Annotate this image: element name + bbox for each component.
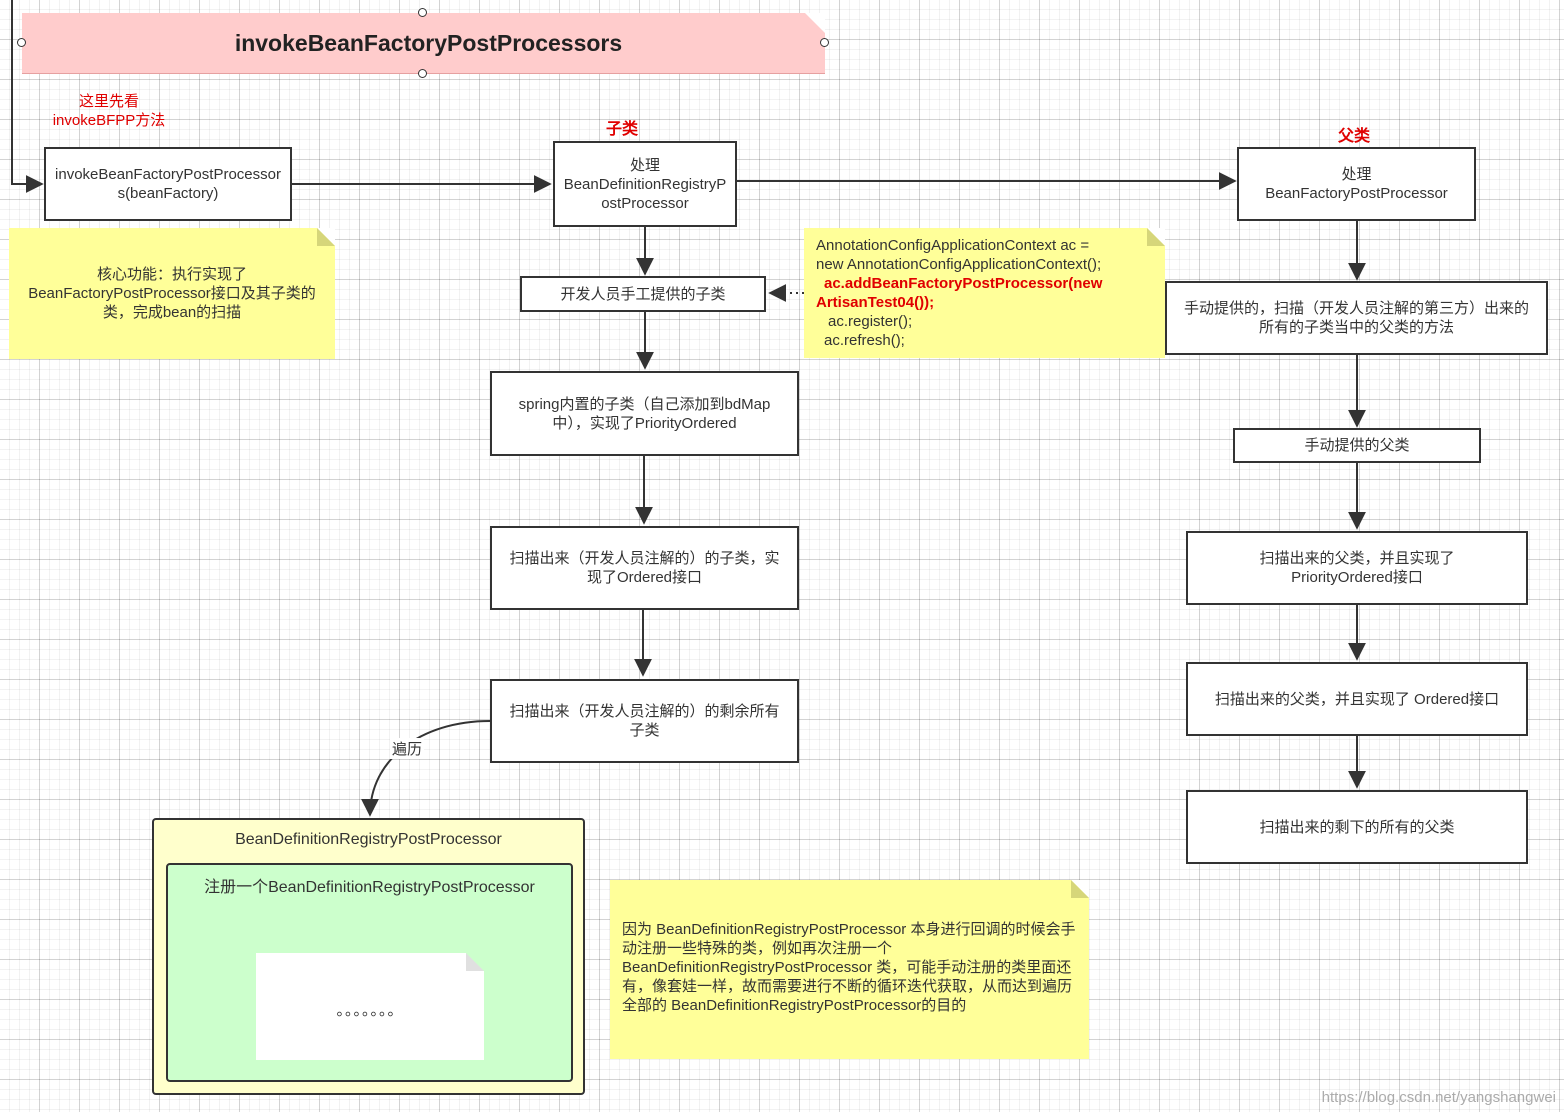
manual-parent-label: 手动提供的父类	[1304, 437, 1410, 454]
scanned-subclass-rest-label: 扫描出来（开发人员注解的）的剩余所有子类	[509, 703, 780, 739]
manual-scan-parent-node[interactable]: 手动提供的，扫描（开发人员注解的第三方）出来的所有的子类当中的父类的方法	[1165, 281, 1548, 355]
spring-builtin-subclass-node[interactable]: spring内置的子类（自己添加到bdMap中），实现了PriorityOrde…	[490, 371, 799, 456]
code-line-1: AnnotationConfigApplicationContext ac =	[816, 237, 1090, 254]
core-function-text: 核心功能：执行实现了BeanFactoryPostProcessor接口及其子类…	[28, 266, 316, 321]
handle-bfpp-node[interactable]: 处理 BeanFactoryPostProcessor	[1237, 147, 1476, 221]
handle-bdrpp-node[interactable]: 处理 BeanDefinitionRegistryPostProcessor	[553, 141, 737, 227]
scanned-subclass-ordered-label: 扫描出来（开发人员注解的）的子类，实现了Ordered接口	[509, 550, 780, 586]
code-line-2: new AnnotationConfigApplicationContext()…	[816, 256, 1102, 273]
scanned-subclass-ordered-node[interactable]: 扫描出来（开发人员注解的）的子类，实现了Ordered接口	[490, 526, 799, 610]
note-fold	[1147, 228, 1165, 246]
subclass-label: 子类	[606, 121, 639, 138]
selection-handle-bottom[interactable]	[418, 69, 427, 78]
bdrpp-container-title: BeanDefinitionRegistryPostProcessor	[235, 831, 502, 848]
core-function-note[interactable]: 核心功能：执行实现了BeanFactoryPostProcessor接口及其子类…	[9, 228, 335, 359]
explanation-note[interactable]: 因为 BeanDefinitionRegistryPostProcessor 本…	[610, 880, 1089, 1059]
selection-handle-left[interactable]	[17, 38, 26, 47]
page-title: invokeBeanFactoryPostProcessors	[234, 29, 623, 56]
entry-node[interactable]: invokeBeanFactoryPostProcessors(beanFact…	[44, 147, 292, 221]
handle-bdrpp-line1: 处理	[629, 156, 660, 174]
code-line-6: ac.refresh();	[824, 332, 905, 349]
dev-manual-subclass-label: 开发人员手工提供的子类	[560, 285, 726, 303]
edge-traverse	[361, 720, 491, 817]
note-fold	[1071, 880, 1089, 898]
code-line-5: ac.register();	[828, 313, 913, 330]
manual-scan-parent-label: 手动提供的，扫描（开发人员注解的第三方）出来的所有的子类当中的父类的方法	[1183, 300, 1529, 336]
ellipsis-text: 。。。。。。。	[336, 1002, 404, 1019]
note-fold	[317, 228, 335, 246]
selection-handle-right[interactable]	[820, 38, 829, 47]
scanned-parent-rest-node[interactable]: 扫描出来的剩下的所有的父类	[1186, 790, 1528, 864]
selection-handle-top[interactable]	[418, 8, 427, 17]
inner-register-container[interactable]: 注册一个BeanDefinitionRegistryPostProcessor …	[166, 863, 573, 1082]
handle-bfpp-line2: BeanFactoryPostProcessor	[1265, 185, 1448, 202]
ellipsis-note[interactable]: 。。。。。。。	[256, 953, 484, 1060]
explanation-text: 因为 BeanDefinitionRegistryPostProcessor 本…	[622, 921, 1076, 1014]
look-first-label: 这里先看 invokeBFPP方法	[44, 92, 174, 130]
handle-bdrpp-line2: BeanDefinitionRegistryPostProcessor	[563, 175, 727, 212]
look-first-line2: invokeBFPP方法	[52, 112, 166, 129]
code-note[interactable]: AnnotationConfigApplicationContext ac = …	[804, 228, 1165, 358]
code-line-4: ArtisanTest04());	[816, 294, 935, 311]
title-fold	[805, 13, 825, 33]
manual-parent-node[interactable]: 手动提供的父类	[1233, 428, 1481, 463]
scanned-parent-ordered-label: 扫描出来的父类，并且实现了 Ordered接口	[1214, 690, 1500, 708]
bdrpp-container[interactable]: BeanDefinitionRegistryPostProcessor 注册一个…	[152, 818, 585, 1095]
scanned-subclass-rest-node[interactable]: 扫描出来（开发人员注解的）的剩余所有子类	[490, 679, 799, 763]
look-first-line1: 这里先看	[78, 93, 139, 110]
ellipsis-fold	[466, 953, 484, 971]
traverse-label: 遍历	[390, 738, 425, 759]
inner-register-title: 注册一个BeanDefinitionRegistryPostProcessor	[204, 879, 535, 896]
spring-builtin-subclass-label: spring内置的子类（自己添加到bdMap中），实现了PriorityOrde…	[518, 395, 771, 432]
scanned-parent-ordered-node[interactable]: 扫描出来的父类，并且实现了 Ordered接口	[1186, 662, 1528, 736]
title-banner[interactable]: invokeBeanFactoryPostProcessors	[22, 13, 825, 74]
scanned-parent-priority-node[interactable]: 扫描出来的父类，并且实现了PriorityOrdered接口	[1186, 531, 1528, 605]
scanned-parent-priority-label: 扫描出来的父类，并且实现了PriorityOrdered接口	[1259, 550, 1455, 586]
code-line-3: ac.addBeanFactoryPostProcessor(new	[824, 275, 1103, 292]
watermark: https://blog.csdn.net/yangshangwei	[1321, 1089, 1556, 1106]
dev-manual-subclass-node[interactable]: 开发人员手工提供的子类	[520, 276, 766, 312]
scanned-parent-rest-label: 扫描出来的剩下的所有的父类	[1259, 818, 1455, 836]
entry-node-label: invokeBeanFactoryPostProcessors(beanFact…	[55, 166, 281, 202]
handle-bfpp-line1: 处理	[1341, 166, 1372, 183]
parent-class-label: 父类	[1338, 128, 1371, 145]
